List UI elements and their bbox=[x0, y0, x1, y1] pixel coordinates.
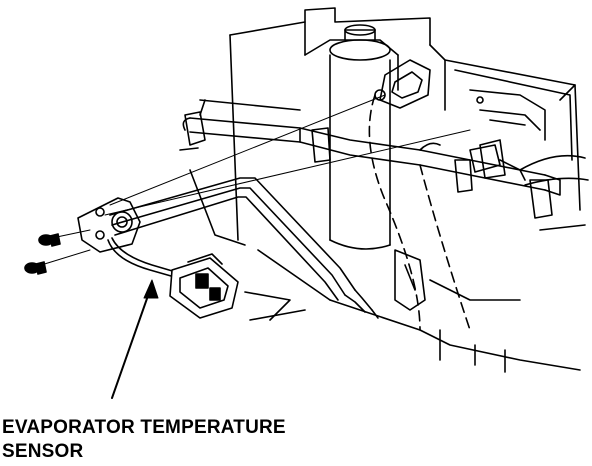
leader-lines bbox=[104, 94, 471, 216]
sensor-wiring bbox=[107, 237, 187, 281]
wire-routing-dashed bbox=[368, 94, 471, 331]
callout-label-line1: EVAPORATOR TEMPERATURE bbox=[2, 417, 286, 438]
mounting-screws bbox=[24, 229, 91, 275]
sensor-connector bbox=[169, 253, 239, 319]
evaporator-housing bbox=[179, 7, 586, 373]
evaporator-core bbox=[329, 24, 426, 311]
callout-label: EVAPORATOR TEMPERATURE SENSOR bbox=[2, 416, 362, 464]
refrigerant-pipes bbox=[182, 99, 561, 196]
callout-arrow bbox=[111, 279, 159, 399]
callout-label-line2: SENSOR bbox=[2, 441, 84, 462]
pipe-clamps bbox=[184, 111, 553, 219]
sensor-probe bbox=[109, 177, 379, 319]
sensor-mounting-bracket bbox=[77, 197, 141, 253]
right-connector bbox=[469, 144, 589, 186]
upper-bracket bbox=[374, 59, 546, 141]
